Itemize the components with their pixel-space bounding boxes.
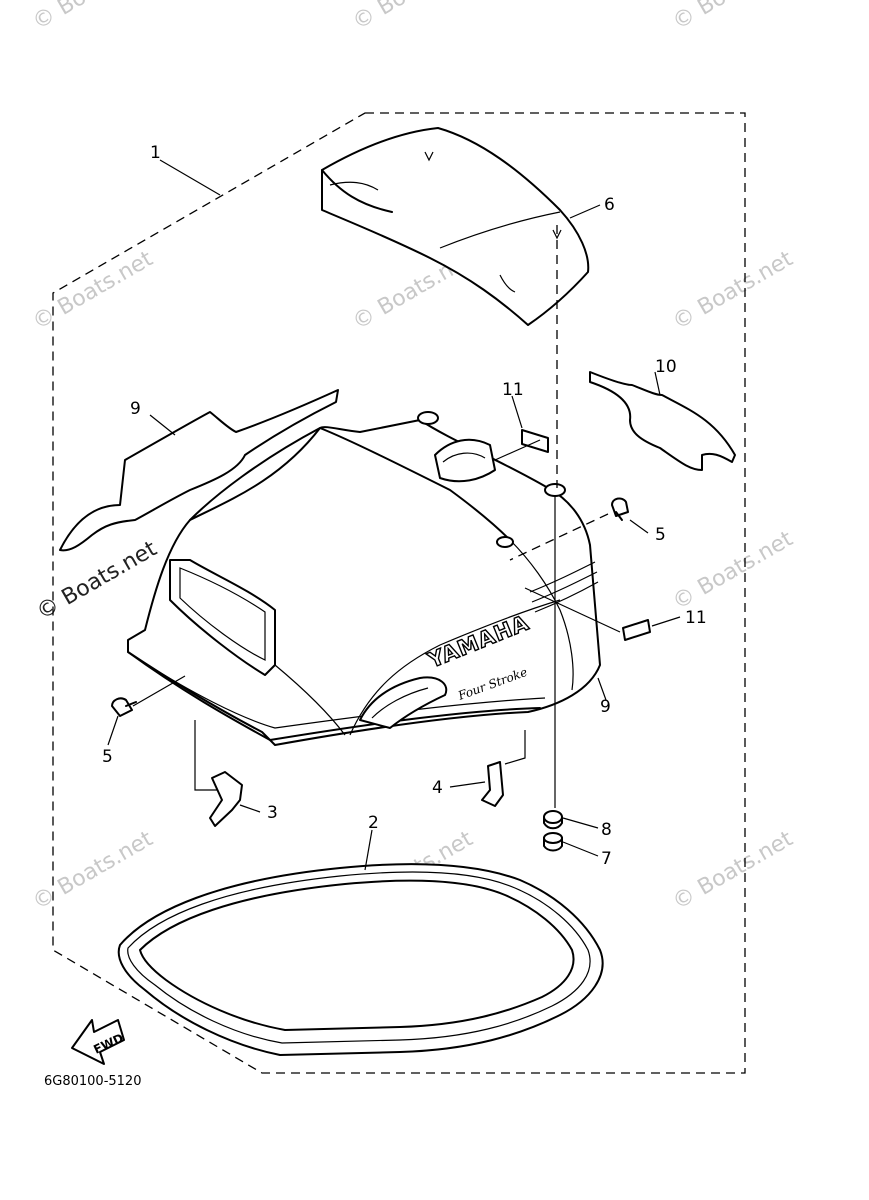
callout-6: 6 [604,195,615,215]
callouts: 1 6 9 10 11 5 11 9 5 3 4 2 8 7 [102,143,707,869]
callout-2: 2 [368,813,379,833]
part-10-decal-right [589,371,736,471]
callout-4: 4 [432,778,443,798]
part-8-grommet [543,810,563,830]
assembly-boundary [52,112,746,1074]
part-4-bracket [481,761,504,807]
part-11-pad-upper [521,429,549,453]
watermark: © Boats.net [669,246,798,335]
part-5-screw-left [111,697,137,717]
watermark: © Boats.net [669,526,798,615]
watermark-dark: © Boats.net [33,536,162,625]
callout-5-left: 5 [102,747,113,767]
assembly-guides [132,225,621,808]
callout-10: 10 [655,357,677,377]
callout-5-right: 5 [655,525,666,545]
part-5-screw-right [611,497,629,521]
watermark: © Boats.net [29,826,158,915]
tuning-fork-emblem [359,676,448,729]
fwd-arrow: FWD [71,1019,126,1065]
callout-1: 1 [150,143,161,163]
part-9-decal-left [59,389,339,552]
callout-9-right: 9 [600,697,611,717]
part-6-top-cover [321,127,590,326]
callout-9-left: 9 [130,399,141,419]
watermark: © Boats.net [29,0,158,35]
watermark: © Boats.net [29,246,158,335]
part-3-bracket [209,771,243,827]
main-cowling [127,411,601,746]
watermark: © Boats.net [349,0,478,35]
callout-7: 7 [601,849,612,869]
watermark: © Boats.net [669,0,798,35]
watermark: © Boats.net [669,826,798,915]
part-code: 6G80100-5120 [44,1074,141,1089]
part-7-nut [543,832,563,852]
callout-11-lower: 11 [685,608,707,628]
leader-lines [107,159,681,871]
callout-8: 8 [601,820,612,840]
part-11-pad-lower [622,619,651,641]
part-2-seal-ring [117,863,604,1056]
callout-3: 3 [267,803,278,823]
callout-11-upper: 11 [502,380,524,400]
